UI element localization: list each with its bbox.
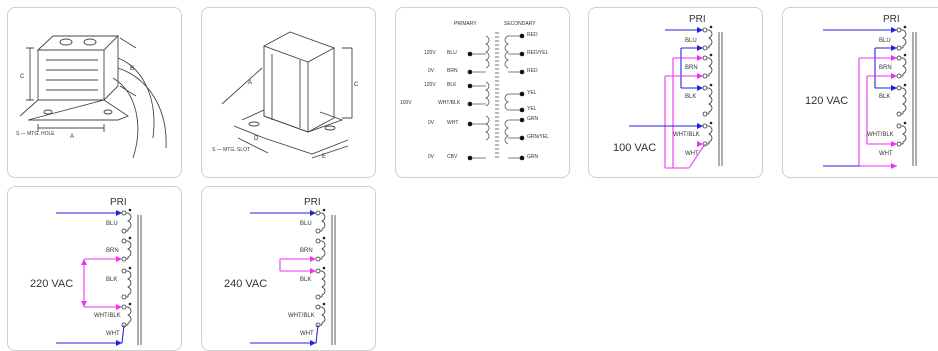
schematic-thumbnail[interactable]: PRIMARY SECONDARY 120V BLU 0V BRN 120V B…: [395, 7, 570, 178]
wire-label-wht-blk: WHT/BLK: [94, 313, 121, 319]
primary-color: BRN: [447, 68, 458, 74]
voltage-label: 100 VAC: [613, 142, 657, 154]
wiring-diagram-thumbnail[interactable]: PRI BLU BRN BLK WHT/BLK WHT 120 VAC: [782, 7, 938, 178]
wire-label-blk: BLK: [879, 94, 891, 100]
wire-label-wht-blk: WHT/BLK: [867, 132, 894, 138]
wire-label-wht: WHT: [685, 151, 699, 157]
secondary-color: RED/YEL: [527, 50, 549, 56]
primary-color: BLK: [447, 82, 457, 88]
secondary-color: GRN/YEL: [527, 134, 549, 140]
dim-e-label: E: [322, 154, 326, 160]
transformer-drawing-thumbnail[interactable]: C A B S — MTG. HOLE: [7, 7, 182, 178]
wire-label-blk: BLK: [685, 94, 697, 100]
secondary-header: SECONDARY: [504, 21, 536, 27]
dim-c-label: C: [20, 74, 25, 80]
mtg-slot-label: S — MTG. SLOT: [212, 147, 251, 153]
secondary-color: YEL: [527, 106, 537, 112]
wiring-diagram-thumbnail[interactable]: PRI BLU BRN BLK WHT/BLK WHT 240 VAC: [201, 186, 376, 351]
dim-a-label: A: [248, 80, 252, 86]
dim-c-label: C: [354, 82, 359, 88]
dim-d-label: D: [254, 136, 259, 142]
pri-label: PRI: [689, 14, 706, 25]
transformer-mtg-hole-drawing: C A B: [19, 35, 167, 159]
wire-label-brn: BRN: [106, 248, 119, 254]
pri-label: PRI: [110, 197, 127, 208]
wire-label-wht-blk: WHT/BLK: [673, 132, 700, 138]
primary-color: WHT/BLK: [438, 100, 461, 106]
wiring-lines: [629, 27, 706, 169]
primary-secondary-schematic: [467, 32, 525, 161]
transformer-drawing-thumbnail[interactable]: C A D E S — MTG. SLOT: [201, 7, 376, 178]
pri-label: PRI: [304, 197, 321, 208]
secondary-color: GRN: [527, 116, 539, 122]
primary-coils-diagram: [823, 25, 917, 169]
wire-label-blu: BLU: [106, 221, 118, 227]
secondary-color: RED: [527, 68, 538, 74]
primary-volt: 120V: [424, 50, 436, 56]
wire-label-brn: BRN: [879, 65, 892, 71]
wire-label-blu: BLU: [300, 221, 312, 227]
wire-label-blk: BLK: [300, 277, 312, 283]
primary-volt: 0V: [428, 68, 435, 74]
pri-label: PRI: [883, 14, 900, 25]
voltage-label: 240 VAC: [224, 278, 268, 290]
wire-label-brn: BRN: [300, 248, 313, 254]
wire-label-blk: BLK: [106, 277, 118, 283]
primary-color: BLU: [447, 50, 457, 56]
primary-volt: 0V: [428, 154, 435, 160]
wire-label-wht: WHT: [106, 331, 120, 337]
primary-coils-diagram: [250, 208, 336, 346]
secondary-color: RED: [527, 32, 538, 38]
transformer-mtg-slot-drawing: C A D E: [221, 31, 359, 160]
dim-b-label: B: [130, 66, 134, 72]
mtg-hole-label: S — MTG. HOLE: [16, 131, 55, 137]
primary-header: PRIMARY: [454, 21, 477, 27]
wire-label-brn: BRN: [685, 65, 698, 71]
voltage-label: 220 VAC: [30, 278, 74, 290]
wiring-diagram-thumbnail[interactable]: PRI BLU BRN BLK WHT/BLK WHT 220 VAC: [7, 186, 182, 351]
wire-label-wht: WHT: [879, 151, 893, 157]
primary-volt: 100V: [400, 100, 412, 106]
wire-label-blu: BLU: [879, 38, 891, 44]
dim-a-label: A: [70, 134, 74, 140]
wire-label-wht-blk: WHT/BLK: [288, 313, 315, 319]
primary-volt: 0V: [428, 120, 435, 126]
primary-coils-diagram: [56, 208, 142, 346]
wire-label-wht: WHT: [300, 331, 314, 337]
secondary-color: YEL: [527, 90, 537, 96]
primary-color: CBV: [447, 154, 458, 160]
wiring-diagram-thumbnail[interactable]: PRI BLU BRN BLK WHT/BLK WHT 100 VAC: [588, 7, 763, 178]
wire-label-blu: BLU: [685, 38, 697, 44]
primary-volt: 120V: [424, 82, 436, 88]
primary-color: WHT: [447, 120, 459, 126]
secondary-color: GRN: [527, 154, 539, 160]
primary-coils-diagram: [702, 25, 723, 166]
voltage-label: 120 VAC: [805, 95, 849, 107]
